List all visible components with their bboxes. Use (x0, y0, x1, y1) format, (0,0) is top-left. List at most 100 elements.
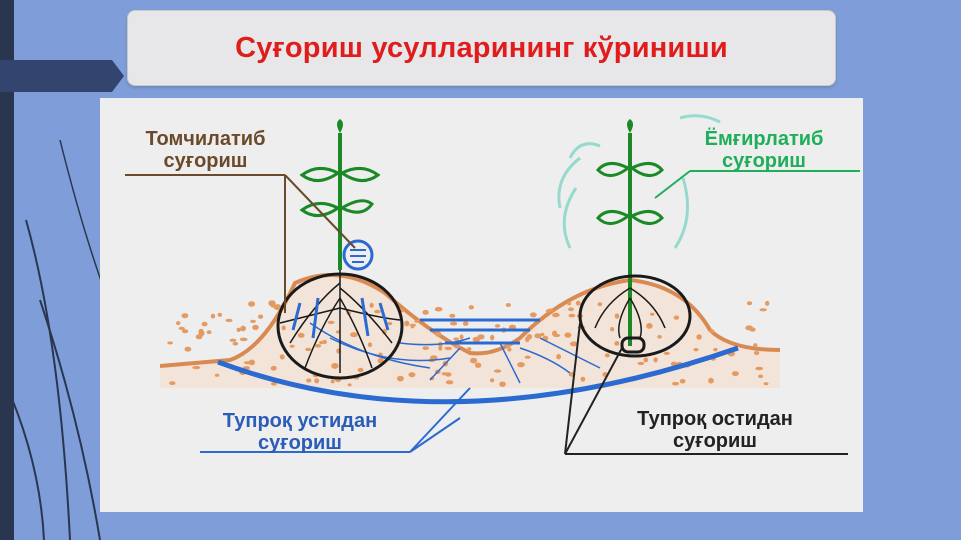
soil-particle (517, 362, 525, 368)
soil-particle (731, 371, 739, 377)
soil-particle (387, 321, 393, 326)
label-sprinkler-irrigation: Ёмғирлатиб суғориш (680, 128, 848, 172)
soil-particle (331, 362, 339, 369)
soil-particle (167, 341, 173, 345)
soil-particle (575, 300, 581, 306)
soil-particle (422, 346, 430, 350)
soil-particle (610, 327, 615, 332)
soil-particle (758, 374, 764, 379)
soil-particle (225, 318, 233, 323)
soil-particle (614, 341, 620, 346)
subsurface-emitter-icon (620, 336, 646, 354)
label-line: суғориш (673, 430, 757, 452)
soil-particle (649, 312, 655, 316)
soil-particle (435, 331, 442, 337)
soil-particle (580, 376, 586, 382)
soil-particle (396, 375, 404, 382)
soil-particle (369, 302, 374, 308)
soil-particle (459, 334, 464, 340)
label-line: Тупроқ устидан (222, 410, 378, 432)
soil-particle (499, 381, 506, 387)
soil-particle (646, 323, 653, 329)
soil-particle (176, 321, 181, 326)
soil-particle (693, 348, 699, 352)
soil-particle (759, 308, 767, 312)
soil-particle (449, 313, 456, 318)
soil-particle (570, 341, 578, 347)
soil-particle (453, 337, 460, 341)
soil-particle (746, 301, 753, 306)
soil-particle (708, 377, 714, 384)
soil-particle (540, 332, 545, 337)
soil-particle (252, 324, 259, 330)
right-roots (594, 287, 666, 339)
soil-particle (271, 382, 277, 386)
soil-particle (314, 378, 320, 384)
soil-particle (753, 351, 760, 355)
diagram-canvas (125, 114, 860, 455)
label-line: Ёмғирлатиб (704, 128, 824, 150)
soil-particle (210, 313, 216, 319)
soil-particle (438, 345, 443, 351)
soil-particle (217, 312, 223, 317)
dripper-icon (342, 239, 374, 271)
soil-particle (270, 365, 277, 371)
soil-particle (637, 361, 645, 366)
soil-particle (525, 336, 530, 343)
subsurface-wetting-zone (578, 274, 692, 358)
soil-particle (414, 319, 420, 323)
soil-particle (445, 380, 454, 385)
plant-icon (595, 119, 665, 346)
soil-particle (305, 347, 312, 352)
soil-particle (763, 382, 769, 386)
label-line: Томчилатиб (145, 128, 266, 150)
soil-particle (490, 334, 495, 341)
soil-particle (524, 355, 531, 359)
soil-particle (670, 361, 678, 367)
page-title: Суғориш усулларининг кўриниши (235, 31, 728, 64)
soil-particle (477, 334, 485, 340)
soil-particle (673, 315, 680, 320)
label-line: суғориш (722, 150, 806, 172)
soil-particle (169, 381, 176, 386)
title-banner: Суғориш усулларининг кўриниши (127, 10, 836, 86)
soil-particle (755, 366, 764, 371)
soil-particle (653, 357, 658, 363)
soil-particle (462, 321, 469, 326)
soil-particle (258, 314, 264, 319)
soil-particle (408, 372, 416, 378)
soil-particle (507, 347, 512, 352)
soil-particle (552, 312, 560, 318)
soil-particle (434, 306, 443, 312)
soil-particle (279, 354, 285, 360)
soil-particle (468, 305, 474, 310)
soil-particle (493, 369, 502, 373)
soil-particle (184, 346, 192, 352)
sprinkler-mist-icon (557, 114, 721, 249)
soil-particle (529, 312, 537, 318)
soil-particle (367, 342, 373, 348)
soil-particle (178, 326, 185, 330)
soil-particle (474, 362, 482, 368)
soil-particle (248, 359, 255, 366)
soil-particle (564, 332, 572, 338)
soil-particle (745, 325, 753, 331)
soil-particle (409, 323, 416, 327)
soil-particle (297, 332, 305, 338)
soil-particle (753, 343, 758, 348)
soil-particle (643, 357, 649, 363)
plant-icon (299, 119, 381, 270)
left-root-strokes (291, 297, 390, 339)
soil-particle (556, 354, 561, 360)
soil-particle (404, 320, 410, 327)
soil-particle (377, 358, 384, 364)
soil-particle (347, 383, 352, 387)
soil-particle (709, 329, 715, 334)
soil-particle (289, 344, 295, 348)
water-table-line (217, 345, 739, 405)
soil-particle (322, 339, 327, 345)
soil-particle (450, 321, 458, 326)
soil-particle (229, 338, 237, 342)
soil-particle (444, 346, 453, 351)
label-line: суғориш (163, 150, 248, 172)
